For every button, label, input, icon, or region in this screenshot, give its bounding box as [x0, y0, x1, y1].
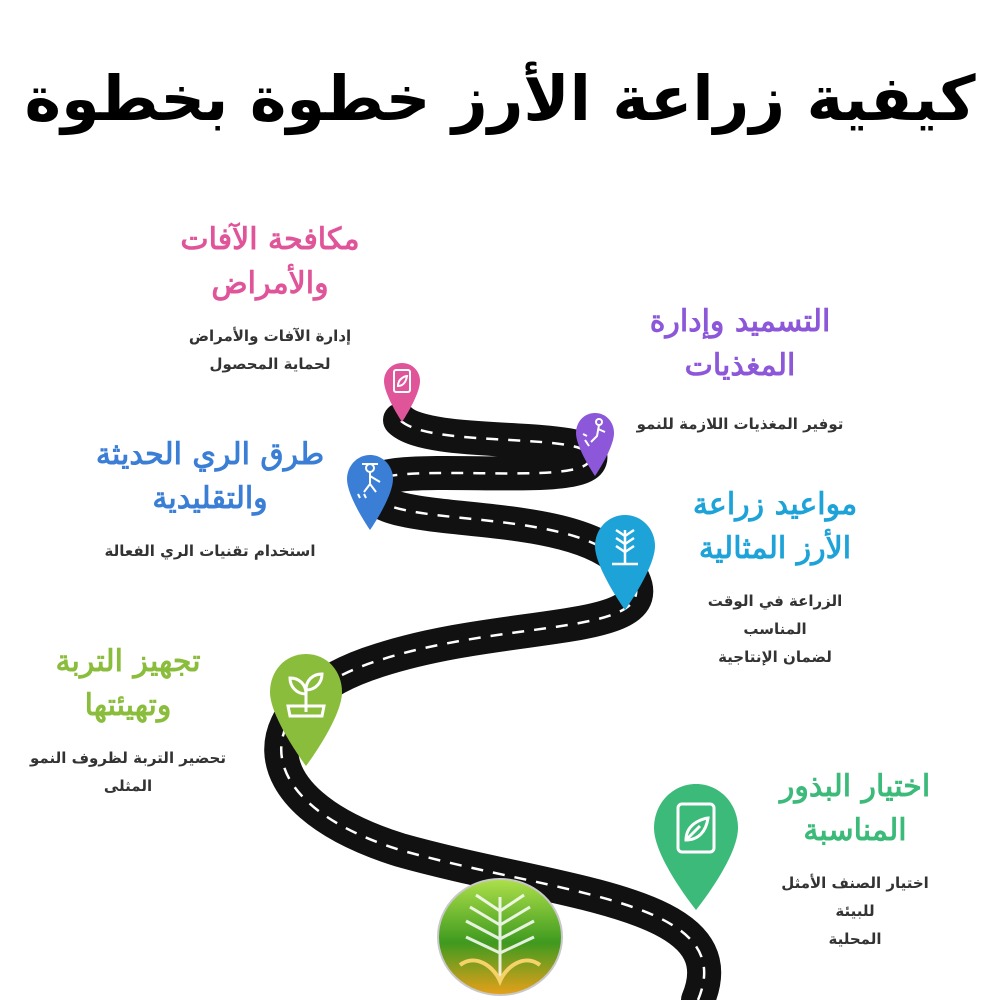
step-desc-line1: استخدام تقنيات الري الفعالة: [104, 542, 316, 560]
step-desc-line1: الزراعة في الوقت المناسب: [707, 592, 843, 638]
step-prepare-soil: تجهيز التربة وتهيئتها تحضير التربة لظروف…: [28, 640, 228, 800]
step-desc-line1: إدارة الآفات والأمراض: [188, 327, 352, 345]
step-planting-dates: مواعيد زراعة الأرز المثالية الزراعة في ا…: [680, 483, 870, 671]
step-heading-line2: والتقليدية: [152, 481, 268, 516]
step-heading-line2: وتهيئتها: [84, 688, 172, 723]
sprout-icon: [286, 672, 326, 718]
step-heading-line2: المناسبة: [803, 813, 907, 848]
pin-step-5: [576, 413, 614, 476]
step-desc-line2: لضمان الإنتاجية: [718, 648, 832, 666]
step-select-seeds: اختيار البذور المناسبة اختيار الصنف الأم…: [770, 765, 940, 953]
pin-step-4: [347, 455, 393, 530]
step-desc-line1: اختيار الصنف الأمثل للبيئة: [781, 874, 929, 920]
page-title: كيفية زراعة الأرز خطوة بخطوة: [24, 62, 976, 135]
road-center-line: [280, 419, 706, 1000]
step-desc-line2: المحلية: [828, 930, 882, 948]
step-heading-line1: اختيار البذور: [779, 769, 931, 804]
fertilizer-spray-icon: [582, 418, 606, 447]
step-heading-line2: الأرز المثالية: [698, 531, 852, 566]
rice-logo: [437, 878, 563, 996]
step-heading-line1: مواعيد زراعة: [692, 487, 858, 522]
step-desc-line1: توفير المغذيات اللازمة للنمو: [636, 415, 844, 433]
pin-step-1: [654, 784, 738, 910]
pest-control-bag-icon: [393, 369, 411, 393]
seed-bag-icon: [676, 802, 716, 854]
step-heading-line1: التسميد وإدارة: [649, 304, 831, 339]
pin-step-2: [270, 654, 342, 766]
step-heading-line2: والأمراض: [211, 266, 329, 301]
farmer-irrigation-icon: [357, 463, 381, 499]
step-desc-line2: لحماية المحصول: [209, 355, 331, 373]
step-heading-line1: تجهيز التربة: [55, 644, 201, 679]
step-desc-line2: المثلى: [103, 777, 153, 795]
step-heading-line1: مكافحة الآفات: [180, 222, 360, 257]
step-fertilization: التسميد وإدارة المغذيات توفير المغذيات ا…: [630, 300, 850, 438]
step-pest-control: مكافحة الآفات والأمراض إدارة الآفات والأ…: [170, 218, 370, 378]
pin-step-3: [595, 515, 655, 610]
pin-step-6: [384, 363, 420, 422]
step-desc-line1: تحضير التربة لظروف النمو: [30, 749, 226, 767]
step-heading-line2: المغذيات: [684, 348, 796, 383]
step-irrigation-methods: طرق الري الحديثة والتقليدية استخدام تقني…: [90, 433, 330, 565]
rice-plant-icon: [612, 528, 638, 566]
step-heading-line1: طرق الري الحديثة: [95, 437, 325, 472]
